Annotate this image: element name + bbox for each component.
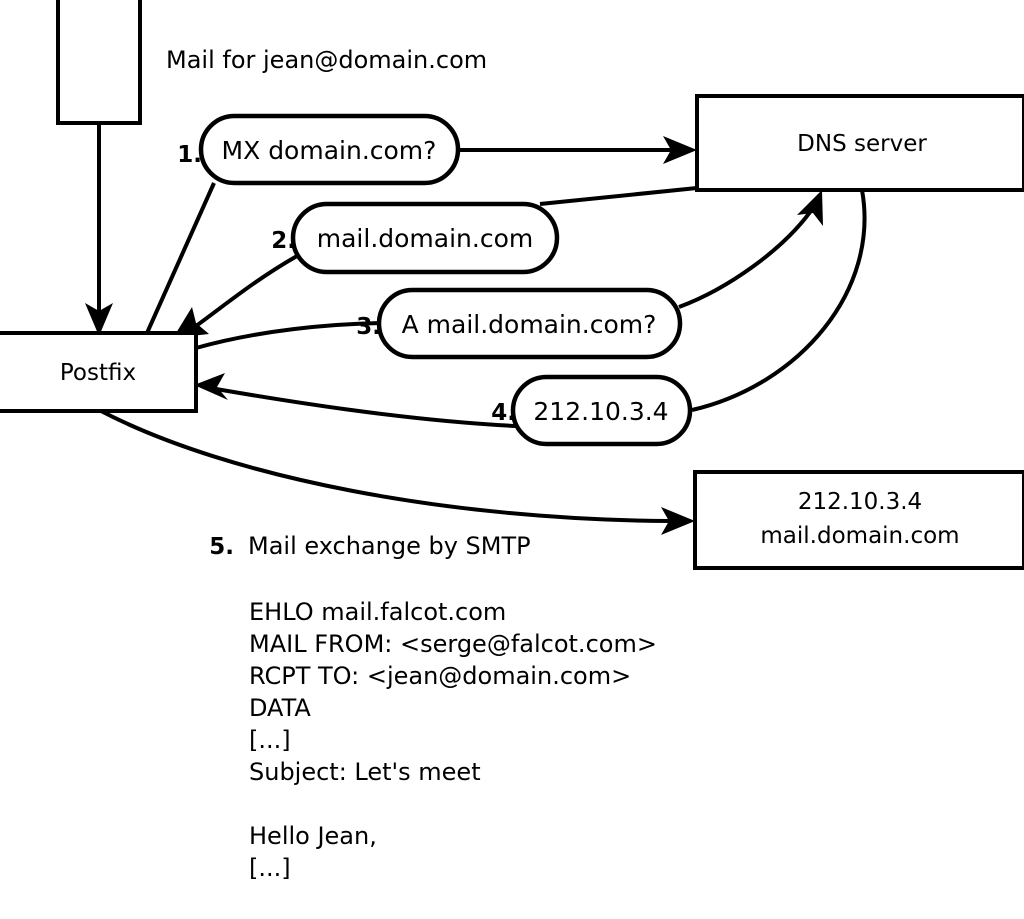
mail-server-ip-label: 212.10.3.4 [798,489,922,515]
edge-dns-to-step2 [539,186,698,206]
step-4-number: 4. [491,400,516,426]
step-1-bubble[interactable]: MX domain.com? [198,113,461,186]
step-5-number: 5. [209,534,234,560]
mail-for-caption: Mail for jean@domain.com [166,46,487,74]
postfix-node-label: Postfix [60,360,136,386]
smtp-transcript-line: RCPT TO: <jean@domain.com> [249,662,631,690]
edge-source-to-postfix [85,123,113,336]
smtp-transcript-line: EHLO mail.falcot.com [249,598,506,626]
smtp-transcript-line: DATA [249,694,311,722]
step-2-label: mail.domain.com [317,224,533,253]
edge-step4-to-postfix [194,373,516,428]
step-2-number: 2. [271,228,296,254]
step-1-number: 1. [177,142,202,168]
smtp-transcript-line: MAIL FROM: <serge@falcot.com> [249,630,657,658]
step-4-bubble[interactable]: 212.10.3.4 [510,374,693,447]
smtp-transcript-line: Subject: Let's meet [249,758,481,786]
step-1-label: MX domain.com? [222,136,437,165]
mail-server-node[interactable]: 212.10.3.4 mail.domain.com [693,470,1024,570]
mail-server-host-label: mail.domain.com [760,523,959,549]
dns-server-node[interactable]: DNS server [695,94,1024,192]
dns-server-node-label: DNS server [797,131,927,157]
step-2-bubble[interactable]: mail.domain.com [290,201,560,275]
step-3-number: 3. [356,314,381,340]
smtp-transcript-line: [...] [249,726,291,754]
edge-step1-to-dns [458,136,697,164]
postfix-node[interactable]: Postfix [0,331,198,413]
step-3-label: A mail.domain.com? [402,310,657,339]
edge-dns-to-step4 [691,189,867,412]
step-4-label: 212.10.3.4 [533,397,668,426]
edge-postfix-to-mailserver [100,409,695,535]
edge-postfix-to-step1 [145,182,216,334]
step-5-label: Mail exchange by SMTP [248,532,531,560]
source-node [56,0,142,125]
edge-step3-to-dns [678,190,823,309]
edge-postfix-to-step3 [195,321,382,350]
edge-step2-to-postfix [173,254,298,338]
smtp-transcript-line: [...] [249,854,291,882]
step-3-bubble[interactable]: A mail.domain.com? [376,287,683,360]
smtp-transcript-line: Hello Jean, [249,822,377,850]
